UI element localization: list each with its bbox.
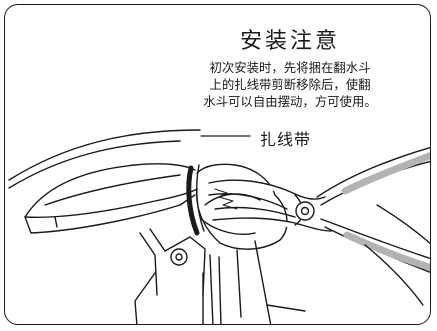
- pivot-bracket: [134, 228, 306, 324]
- funnel-rim: [8, 129, 201, 189]
- notice-line: 水斗可以自由摆动，方可使用。: [203, 94, 377, 109]
- notice-line: 上的扎线带剪断移除后，使翻: [209, 77, 371, 92]
- pliers: [208, 146, 430, 273]
- installation-illustration: [8, 129, 430, 324]
- notice-title: 安装注意: [239, 29, 340, 54]
- instruction-card: 安装注意 初次安装时，先将捆在翻水斗 上的扎线带剪断移除后，使翻 水斗可以自由摆…: [4, 4, 431, 325]
- tipping-bucket: [24, 163, 288, 250]
- funnel-rim-right: [364, 204, 430, 306]
- notice-body: 初次安装时，先将捆在翻水斗 上的扎线带剪断移除后，使翻 水斗可以自由摆动，方可使…: [165, 59, 415, 110]
- notice-line: 初次安装时，先将捆在翻水斗: [209, 60, 371, 75]
- cable-tie-label: 扎线带: [260, 130, 312, 149]
- cable-tie-band: [186, 164, 205, 236]
